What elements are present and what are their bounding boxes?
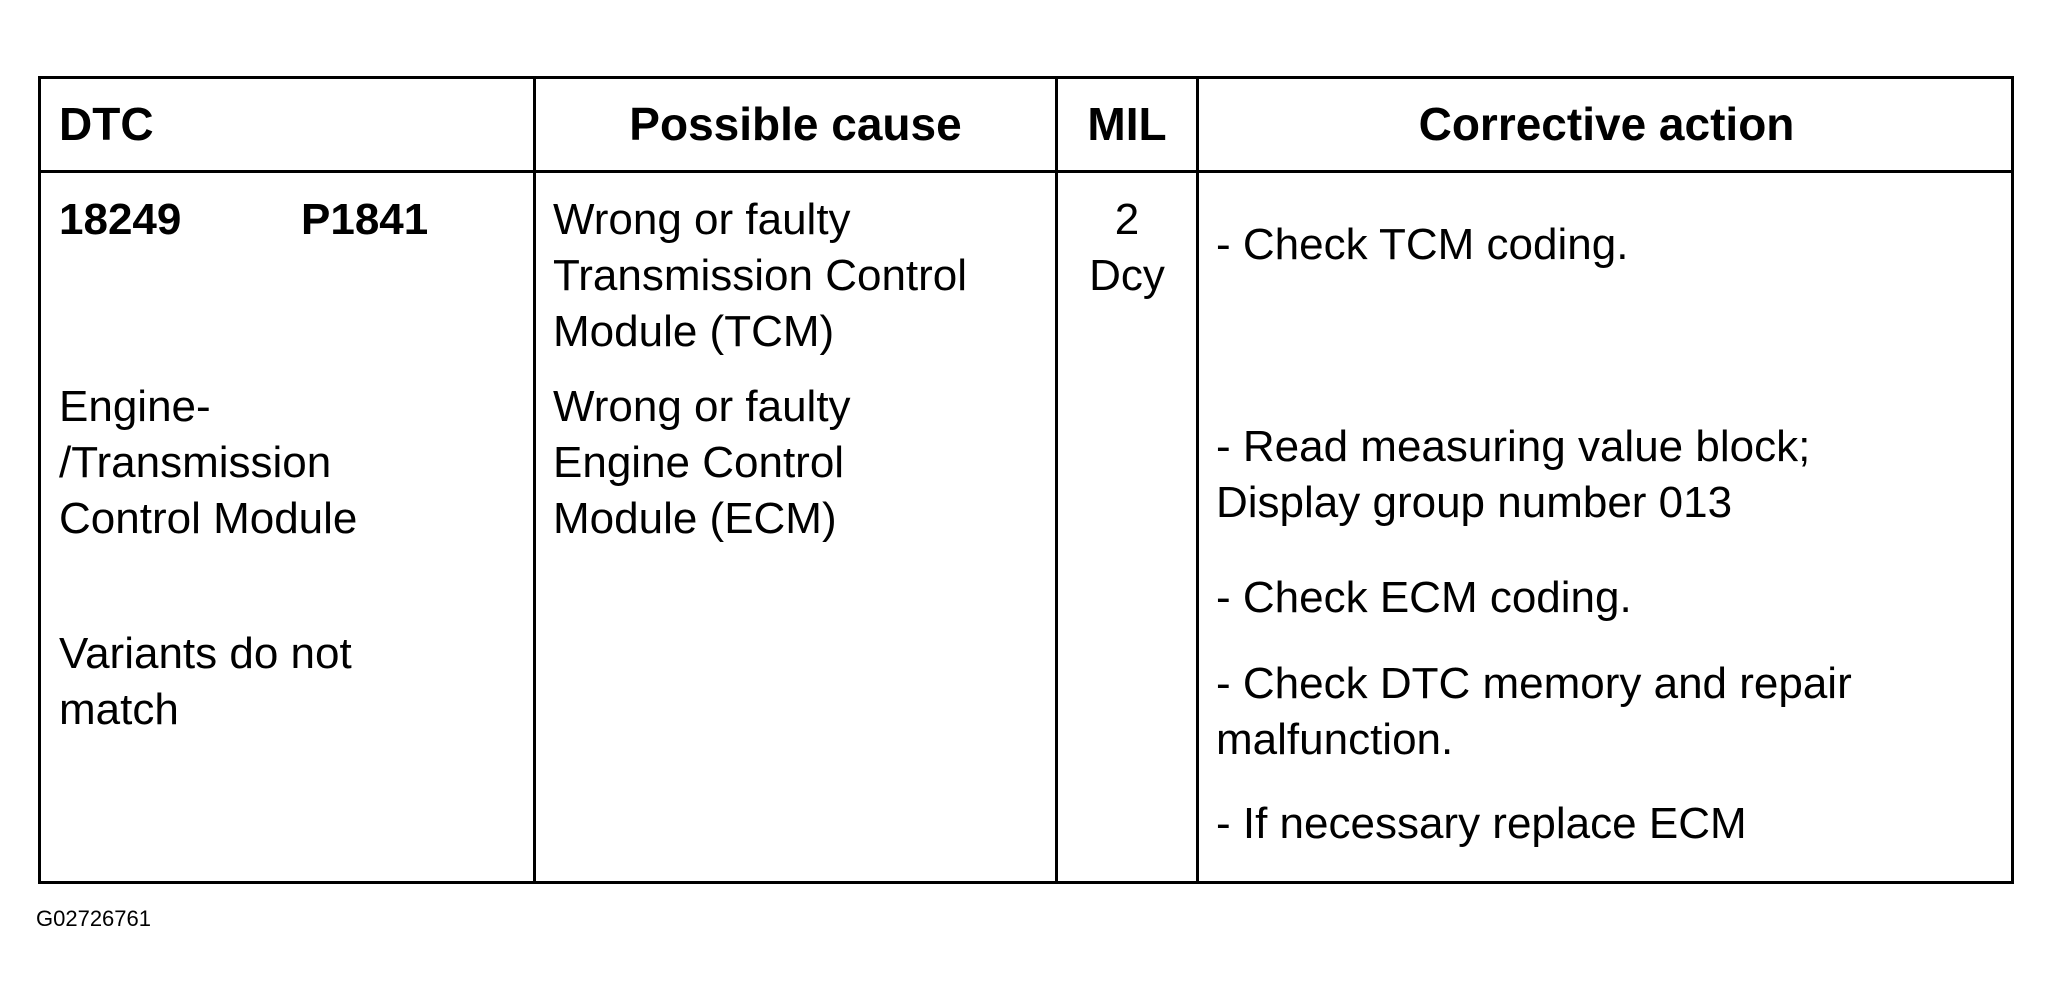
header-dtc: DTC [59, 98, 154, 150]
dtc-description-line: Control Module [59, 494, 358, 543]
mil-unit: Dcy [1089, 251, 1165, 300]
action-line: - Check ECM coding. [1216, 573, 1632, 622]
dtc-description-line: Engine- [59, 382, 211, 431]
action-line: - Check DTC memory and repair [1216, 659, 1852, 708]
cause-line: Transmission Control [553, 251, 968, 300]
cause-line: Wrong or faulty [553, 382, 851, 431]
column-divider [1196, 79, 1199, 881]
column-divider [1055, 79, 1058, 881]
dtc-pcode: P1841 [301, 195, 429, 244]
cause-line: Engine Control [553, 438, 845, 487]
action-line: - Check TCM coding. [1216, 220, 1629, 269]
dtc-table: DTC Possible cause MIL Corrective action… [38, 76, 2014, 884]
action-line: malfunction. [1216, 715, 1454, 764]
column-divider [533, 79, 536, 881]
cause-line: Module (TCM) [553, 307, 835, 356]
dtc-condition-line: Variants do not [59, 629, 352, 678]
action-line: Display group number 013 [1216, 478, 1733, 527]
action-line: - If necessary replace ECM [1216, 799, 1747, 848]
dtc-condition-line: match [59, 685, 179, 734]
header-possible-cause: Possible cause [629, 98, 962, 150]
dtc-code: 18249 [59, 195, 182, 244]
cause-line: Module (ECM) [553, 494, 837, 543]
header-divider [41, 170, 2011, 173]
dtc-description-line: /Transmission [59, 438, 332, 487]
header-mil: MIL [1087, 98, 1167, 150]
header-corrective-action: Corrective action [1418, 98, 1795, 150]
mil-value: 2 [1114, 195, 1140, 244]
cause-line: Wrong or faulty [553, 195, 851, 244]
action-line: - Read measuring value block; [1216, 422, 1811, 471]
figure-id: G02726761 [36, 906, 151, 931]
